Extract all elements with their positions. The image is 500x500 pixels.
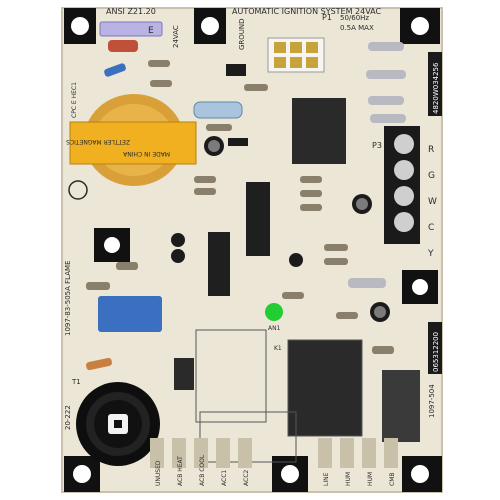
terminal-w: W xyxy=(428,197,437,207)
t1-connector xyxy=(76,382,160,466)
relay-top xyxy=(292,98,346,164)
bt-unused: UNUSED xyxy=(155,460,162,486)
blue-capacitor xyxy=(98,296,162,332)
bt-acb-cool: ACB COOL xyxy=(199,454,206,486)
rating-label: 50/60Hz xyxy=(340,14,369,22)
terminal-r: R xyxy=(428,145,434,155)
current-label: 0.5A MAX xyxy=(340,24,374,32)
ground-label: GROUND xyxy=(238,18,246,50)
fuse xyxy=(99,21,163,37)
bt-acb-heat: ACB HEAT xyxy=(177,456,184,486)
p1-label: P1 xyxy=(322,13,332,22)
capacitors xyxy=(171,136,390,322)
p1-connector xyxy=(267,37,325,73)
model-right-label: 1097-504 xyxy=(428,384,436,418)
bottom-terminals xyxy=(150,438,398,468)
bt-line: LINE xyxy=(323,472,330,486)
led-label: AN1 xyxy=(268,325,281,332)
small-components xyxy=(86,40,394,371)
board-title: AUTOMATIC IGNITION SYSTEM 24VAC xyxy=(232,7,382,16)
resistors-top xyxy=(193,42,406,288)
cert-mark xyxy=(68,180,88,200)
bt-acc2: ACC2 xyxy=(243,470,250,486)
fuse-label: E xyxy=(148,26,154,36)
standard-label: ANSI Z21.20 xyxy=(106,7,156,16)
code-right-label: 065312200 xyxy=(432,332,440,372)
t1-label: T1 xyxy=(71,378,81,386)
code-left-label: 20-222 xyxy=(64,405,72,430)
part-number-label: 1097-83-505A FLAME xyxy=(64,261,72,337)
terminal-g: G xyxy=(428,171,435,181)
p3-label: P3 xyxy=(372,141,382,150)
flame-led xyxy=(265,303,283,321)
mounting-holes xyxy=(64,8,442,492)
bt-acc1: ACC1 xyxy=(221,470,228,486)
bt-hum2: HUM xyxy=(367,472,374,486)
relay-k1 xyxy=(287,339,363,437)
ic-middle xyxy=(246,182,270,256)
triac xyxy=(174,358,194,390)
serial-label: 4820W034256 xyxy=(432,62,440,114)
transformer-sublabel: MADE IN CHINA xyxy=(122,150,170,157)
terminal-y: Y xyxy=(427,249,434,259)
transformer-label: ZETTLER MAGNETICS xyxy=(66,138,130,145)
bt-cmb: CMB xyxy=(389,473,396,486)
transformer: ZETTLER MAGNETICS MADE IN CHINA xyxy=(66,94,197,186)
ic-left xyxy=(208,232,230,296)
relay-k1-label: K1 xyxy=(274,345,282,352)
v24-label: 24VAC xyxy=(172,25,180,48)
terminal-c: C xyxy=(428,223,434,233)
bt-hum1: HUM xyxy=(345,472,352,486)
hec-label: CPC E HEC1 xyxy=(71,82,78,118)
relay-k2 xyxy=(382,370,420,442)
terminal-block xyxy=(384,126,420,244)
